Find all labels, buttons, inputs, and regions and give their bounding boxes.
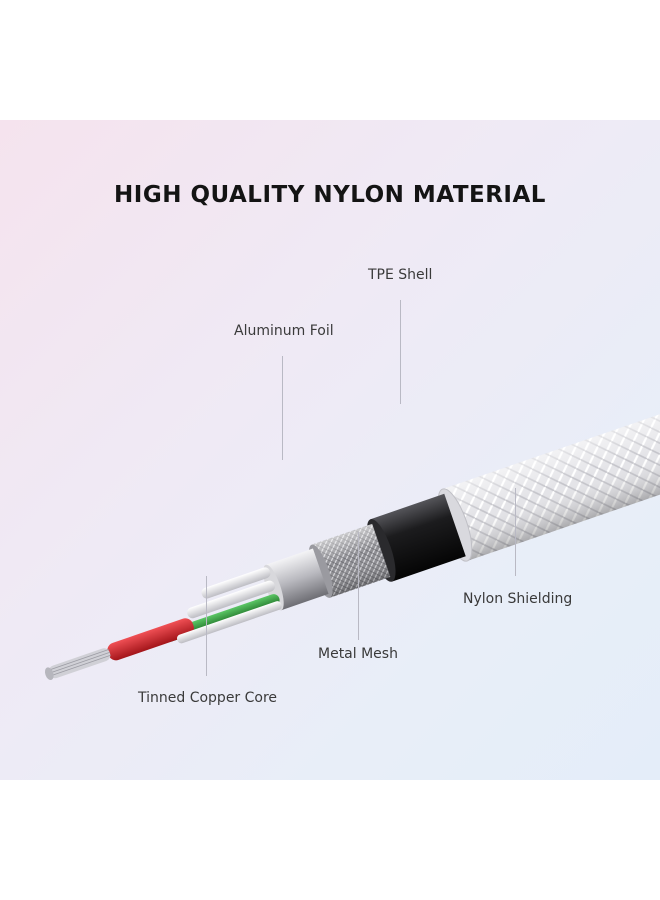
inner-wires [107,567,282,661]
leader-line-metal-mesh [358,532,359,640]
nylon-braid-jacket [437,397,660,562]
label-tpe-shell: TPE Shell [368,267,433,283]
label-nylon-shielding: Nylon Shielding [463,591,573,607]
leader-line-nylon-shielding [515,488,516,576]
tinned-copper-core [44,648,111,680]
label-tinned-copper-core: Tinned Copper Core [138,690,278,706]
headline: HIGH QUALITY NYLON MATERIAL [114,182,546,208]
leader-line-tinned-copper-core [206,576,207,676]
label-aluminum-foil: Aluminum Foil [234,323,334,339]
label-metal-mesh: Metal Mesh [318,646,398,662]
leader-line-aluminum-foil [282,356,283,460]
leader-line-tpe-shell [400,300,401,404]
cable-cross-section-illustration [44,397,660,680]
product-infographic: HIGH QUALITY NYLON MATERIAL [0,120,660,780]
